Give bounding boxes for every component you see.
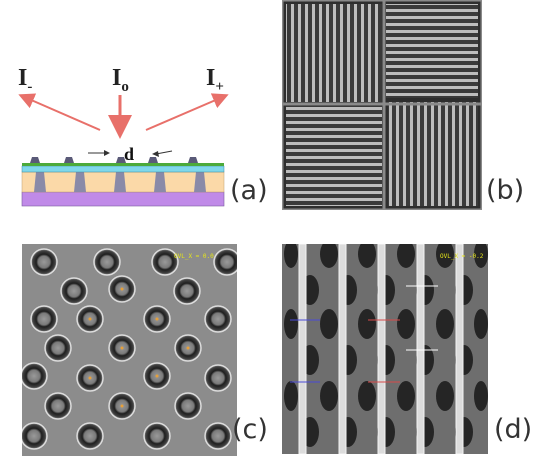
grating-top-left <box>286 4 382 102</box>
diffraction-schematic: I- Io I+ d <box>18 65 229 207</box>
i-zero-label: Io <box>112 65 129 95</box>
grating-top-right <box>386 4 478 98</box>
panel-d-label: (d) <box>494 414 533 445</box>
pitch-label: d <box>124 144 134 164</box>
grating-quadrants <box>282 0 482 210</box>
line-4 <box>416 244 425 454</box>
panel-c-label: (c) <box>232 414 268 445</box>
panel-c-overlay: OVL_X = 0.0 <box>174 253 214 260</box>
line-5 <box>455 244 464 454</box>
grating-stack <box>21 157 225 207</box>
line-2 <box>338 244 347 454</box>
panel-b-gratings: (b) <box>280 0 552 215</box>
grating-bottom-right <box>388 102 478 206</box>
panel-d-overlay-image: OVL_X = -0.2 (d) <box>280 244 552 467</box>
hole-array-image: OVL_X = 0.0 <box>22 244 237 456</box>
pitch-arrow-right <box>155 150 173 155</box>
panel-c-hole-array: OVL_X = 0.0 (c) <box>0 244 270 467</box>
minus-order-arrow <box>18 93 101 131</box>
panel-a-diagram: I- Io I+ d <box>0 0 270 220</box>
panel-a-label: (a) <box>230 175 268 206</box>
plus-order-arrow <box>145 93 229 131</box>
panel-d-overlay: OVL_X = -0.2 <box>440 253 484 260</box>
i-plus-label: I+ <box>206 65 224 95</box>
line-3 <box>377 244 386 454</box>
grating-bottom-left <box>286 106 382 206</box>
line-hole-image: OVL_X = -0.2 <box>282 244 488 454</box>
panel-b-label: (b) <box>486 175 525 206</box>
i-minus-label: I- <box>18 65 32 95</box>
line-1 <box>298 244 307 454</box>
